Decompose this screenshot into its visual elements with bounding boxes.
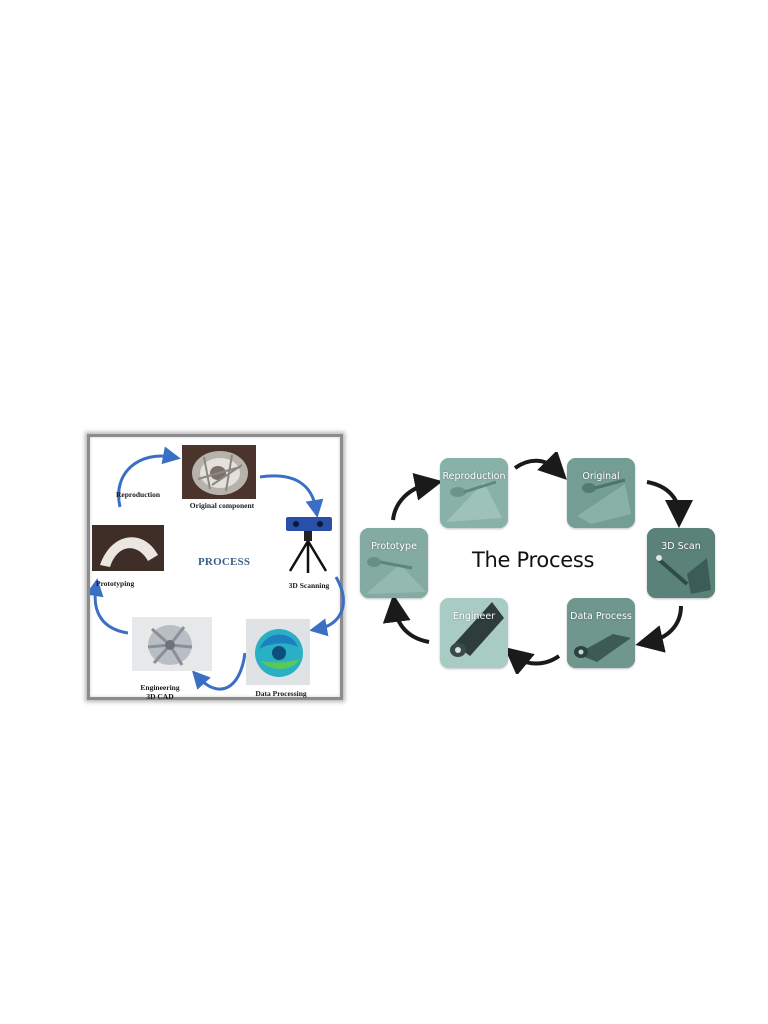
right-center-title: The Process <box>472 548 594 572</box>
tile-label-engineer: Engineer <box>440 611 508 622</box>
tile-3d-scan: 3D Scan <box>647 528 715 598</box>
tile-label-3d-scan: 3D Scan <box>647 541 715 552</box>
arrow-engineering-to-prototyping <box>95 587 128 633</box>
right-process-diagram: Reproduction Original 3D Scan Data Proce… <box>355 452 723 674</box>
label-engineering: Engineering 3D CAD <box>136 683 184 701</box>
label-prototyping: Prototyping <box>96 579 146 588</box>
r-arrow-prototype-to-reproduction <box>393 484 429 520</box>
r-arrow-engineer-to-prototype <box>395 608 429 642</box>
data-processing-image <box>246 619 310 685</box>
label-data-processing: Data Processing <box>250 689 312 698</box>
arrow-reproduction-to-original <box>119 456 172 507</box>
r-arrow-reproduction-to-original <box>515 461 557 470</box>
tile-data-process: Data Process <box>567 598 635 668</box>
scanner-image <box>280 513 338 577</box>
tile-label-data-process: Data Process <box>567 611 635 622</box>
tile-engineer: Engineer <box>440 598 508 668</box>
r-arrow-original-to-scan <box>647 482 679 514</box>
arrow-original-to-scanning <box>260 476 316 509</box>
tile-reproduction: Reproduction <box>440 458 508 528</box>
label-engineering-line1: Engineering <box>136 683 184 692</box>
label-engineering-line2: 3D CAD <box>136 692 184 701</box>
r-arrow-scan-to-data <box>649 606 681 642</box>
left-center-title: PROCESS <box>198 556 250 568</box>
tile-prototype: Prototype <box>360 528 428 598</box>
label-reproduction: Reproduction <box>116 490 176 499</box>
left-process-diagram: Original component 3D Scanning Data Proc… <box>87 434 343 700</box>
tile-original: Original <box>567 458 635 528</box>
r-arrow-data-to-engineer <box>515 656 559 664</box>
label-3d-scanning: 3D Scanning <box>282 581 336 590</box>
tile-label-prototype: Prototype <box>360 541 428 552</box>
prototyping-image <box>92 525 164 571</box>
tile-label-original: Original <box>567 471 635 482</box>
label-original-component: Original component <box>187 501 257 510</box>
engineering-cad-image <box>132 617 212 671</box>
original-component-image <box>182 445 256 499</box>
tile-label-reproduction: Reproduction <box>440 471 508 482</box>
